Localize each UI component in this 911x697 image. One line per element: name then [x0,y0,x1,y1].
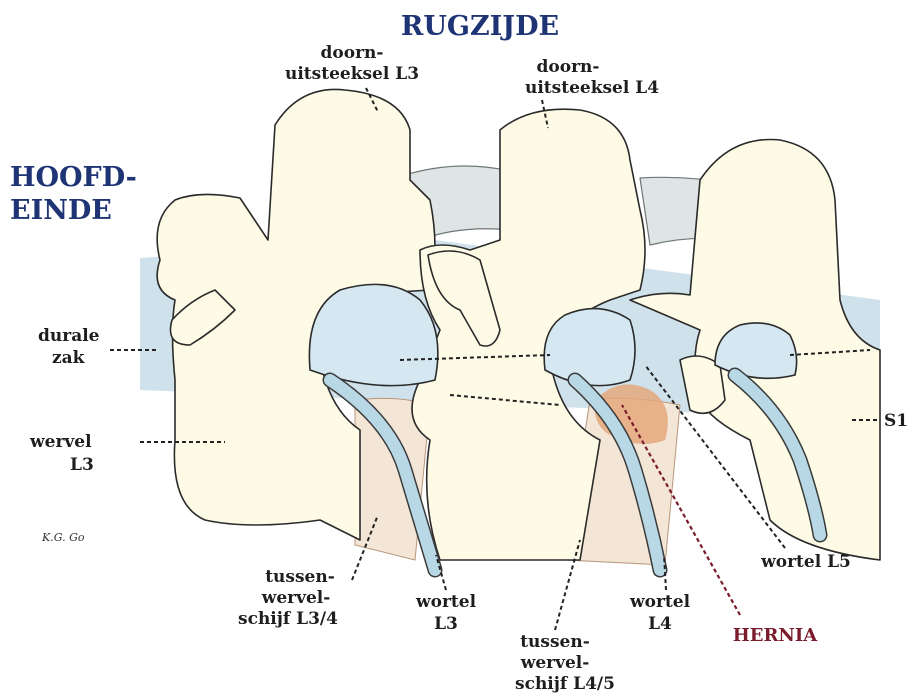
label-wortel-l4-2: L4 [648,614,672,634]
label-doorn-l3-2: uitsteeksel L3 [285,64,419,84]
label-tussen-l45-3: schijf L4/5 [515,674,615,694]
label-rugzijde: RUGZIJDE [401,11,559,42]
label-wortel-l5: wortel L5 [760,552,851,572]
label-hoofdeinde-1: HOOFD- [10,162,137,193]
label-wortel-l4-1: wortel [629,592,691,612]
label-tussen-l45-1: tussen- [520,632,590,652]
label-tussen-l45-2: wervel- [520,653,590,673]
label-hoofdeinde-2: EINDE [10,195,112,226]
label-tussen-l34-3: schijf L3/4 [238,609,338,629]
label-durale-2: zak [52,348,86,368]
label-tussen-l34-2: wervel- [261,588,331,608]
pedicle-cap-l4 [544,309,635,386]
pedicle-cap-l3 [309,284,437,385]
label-s1: S1 [884,411,908,431]
label-wervel-1: wervel [29,432,92,452]
artist-signature: K.G. Go [41,531,85,544]
label-durale-1: durale [38,326,100,346]
label-doorn-l4-1: doorn- [537,57,600,77]
label-wervel-2: L3 [70,455,94,475]
label-wortel-l3-2: L3 [434,614,458,634]
label-doorn-l3-1: doorn- [321,43,384,63]
label-tussen-l34-1: tussen- [265,567,335,587]
label-hernia: HERNIA [733,625,819,646]
label-doorn-l4-2: uitsteeksel L4 [525,78,659,98]
label-wortel-l3-1: wortel [415,592,477,612]
